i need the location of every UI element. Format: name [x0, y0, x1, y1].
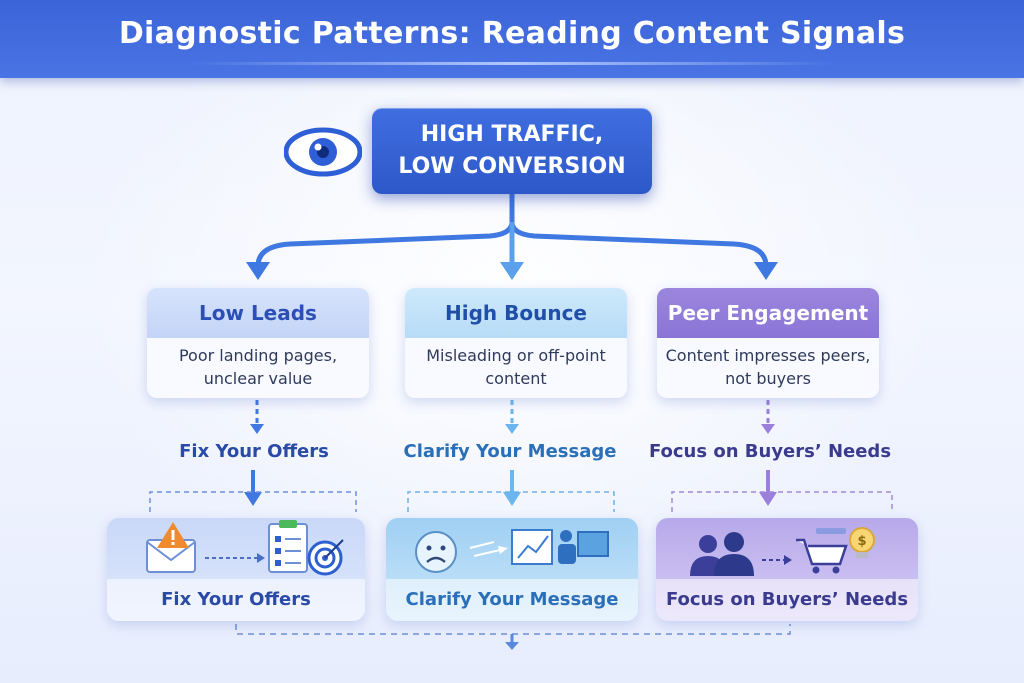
panel-focus-buyers: $ Focus on Buyers’ Needs [656, 518, 918, 621]
card-title: Low Leads [147, 288, 369, 338]
page-title: Diagnostic Patterns: Reading Content Sig… [118, 16, 906, 51]
card-description: Content impresses peers, not buyers [665, 346, 871, 388]
sad-face-icon [415, 531, 457, 573]
root-label: HIGH TRAFFIC, LOW CONVERSION [398, 122, 626, 179]
card-low-leads: Low Leads Poor landing pages, unclear va… [147, 288, 369, 398]
lightbulb-dollar-icon: $ [849, 527, 875, 558]
envelope-warning-icon [146, 522, 196, 573]
panel-label: Clarify Your Message [386, 579, 638, 621]
panel-clarify-message: Clarify Your Message [386, 518, 638, 621]
chart-icon [511, 529, 553, 565]
shopping-cart-icon [796, 528, 848, 574]
root-node: HIGH TRAFFIC, LOW CONVERSION [372, 108, 652, 194]
card-description: Misleading or off-point content [426, 346, 606, 388]
action-focus-buyers: Focus on Buyers’ Needs [648, 441, 892, 462]
panel-icons [146, 520, 344, 576]
svg-text:$: $ [857, 534, 866, 549]
people-icon [690, 532, 754, 576]
target-icon [307, 539, 344, 576]
title-underline [190, 62, 835, 65]
card-high-bounce: High Bounce Misleading or off-point cont… [405, 288, 627, 398]
panel-icons: $ [690, 527, 875, 576]
card-title: Peer Engagement [657, 288, 879, 338]
card-description: Poor landing pages, unclear value [178, 346, 338, 388]
eye-icon [284, 127, 362, 177]
panel-label: Focus on Buyers’ Needs [656, 579, 918, 621]
panel-label: Fix Your Offers [107, 579, 365, 621]
action-clarify-message: Clarify Your Message [403, 441, 617, 462]
header-bar: Diagnostic Patterns: Reading Content Sig… [0, 0, 1024, 78]
panel-icons [415, 529, 609, 573]
action-fix-offers: Fix Your Offers [179, 441, 329, 462]
card-title: High Bounce [405, 288, 627, 338]
presenter-icon [558, 530, 609, 564]
checklist-icon [268, 520, 308, 573]
card-peer-engagement: Peer Engagement Content impresses peers,… [657, 288, 879, 398]
panel-fix-offers: Fix Your Offers [107, 518, 365, 621]
